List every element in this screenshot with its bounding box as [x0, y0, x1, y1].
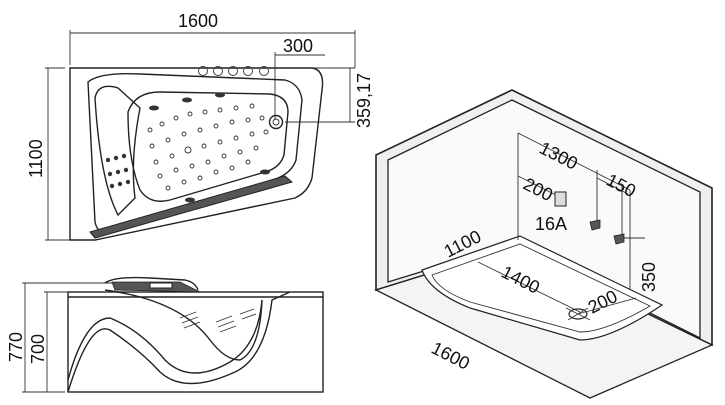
side-view: 770 700	[6, 276, 324, 393]
water-lines	[179, 308, 257, 333]
top-control-offset-label: 359,17	[354, 73, 374, 128]
spout-icon	[554, 191, 567, 207]
top-offset-label: 300	[283, 36, 313, 56]
side-total-height-label: 770	[6, 332, 26, 362]
room-valve-height-label: 350	[639, 262, 659, 292]
drain-icon	[268, 114, 284, 130]
room-view: 1300 200 150 350 16A 1100 1400	[374, 89, 714, 399]
room-model-label: 16A	[535, 214, 567, 234]
room-tub-length-label: 1600	[428, 338, 473, 374]
top-width-label: 1600	[178, 11, 218, 31]
side-rim-height-label: 700	[28, 334, 48, 364]
top-depth-label: 1100	[26, 139, 46, 178]
top-view: 1600 300 1100 359,17	[26, 11, 374, 241]
valve-icon	[589, 219, 625, 245]
massage-jets	[105, 92, 270, 203]
air-jets	[147, 103, 269, 191]
control-buttons	[198, 66, 269, 76]
